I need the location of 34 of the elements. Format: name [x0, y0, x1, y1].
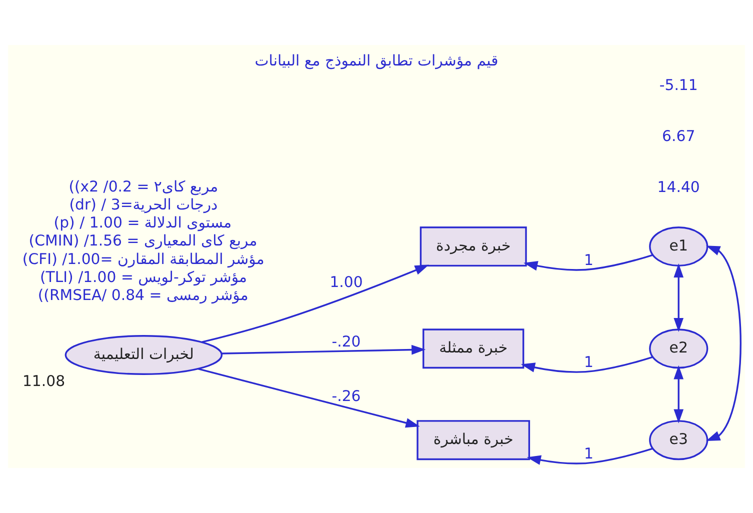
- label: -5.11: [659, 76, 698, 94]
- label: 6.67: [662, 126, 696, 145]
- label: ((x2 /مربع كاى٢ = 0.2: [68, 177, 218, 196]
- edge-label: -.26: [332, 386, 361, 405]
- arrow: [706, 246, 742, 442]
- arrow: [526, 448, 653, 465]
- node-box: خبرة مباشرة: [416, 420, 530, 460]
- node-ellipse: e1: [649, 226, 708, 267]
- node-label: 11.08: [22, 372, 66, 390]
- node-ellipse: لخبرات التعليمية: [64, 335, 223, 375]
- node-ellipse: e2: [649, 328, 708, 369]
- edge-label: 1.00: [330, 273, 363, 292]
- label: (p) / مستوى الدلالة = 1.00: [54, 214, 232, 232]
- node-box: خبرة مجردة: [420, 226, 527, 267]
- arrow: [674, 263, 684, 332]
- label: 14.40: [657, 178, 700, 196]
- label: (CMIN) /مربع كاى المعيارى = 1.56: [28, 232, 258, 250]
- edge-label: -.20: [332, 332, 361, 351]
- label: (dr) / درجات الحرية=3: [69, 196, 218, 214]
- arrow: [222, 344, 426, 355]
- node-box: خبرة ممثلة: [422, 328, 524, 369]
- edge-label: 1: [584, 352, 594, 371]
- diagram-title: قيم مؤشرات تطابق النموذج مع البيانات: [254, 51, 498, 70]
- arrow: [524, 254, 653, 271]
- label: ((RMSEA/ مؤشر رمسى = 0.84: [38, 286, 248, 304]
- arrow: [202, 264, 429, 343]
- arrow: [520, 356, 653, 373]
- arrow: [198, 368, 420, 428]
- arrow: [674, 365, 684, 424]
- edge-label: 1: [584, 444, 594, 462]
- label: (CFI) /مؤشر المطابقة المقارن =1.00: [22, 250, 264, 268]
- edge-label: 1: [584, 250, 594, 269]
- node-ellipse: e3: [649, 420, 708, 460]
- label: (TLI) /مؤشر توكر-لويس = 1.00: [40, 268, 248, 286]
